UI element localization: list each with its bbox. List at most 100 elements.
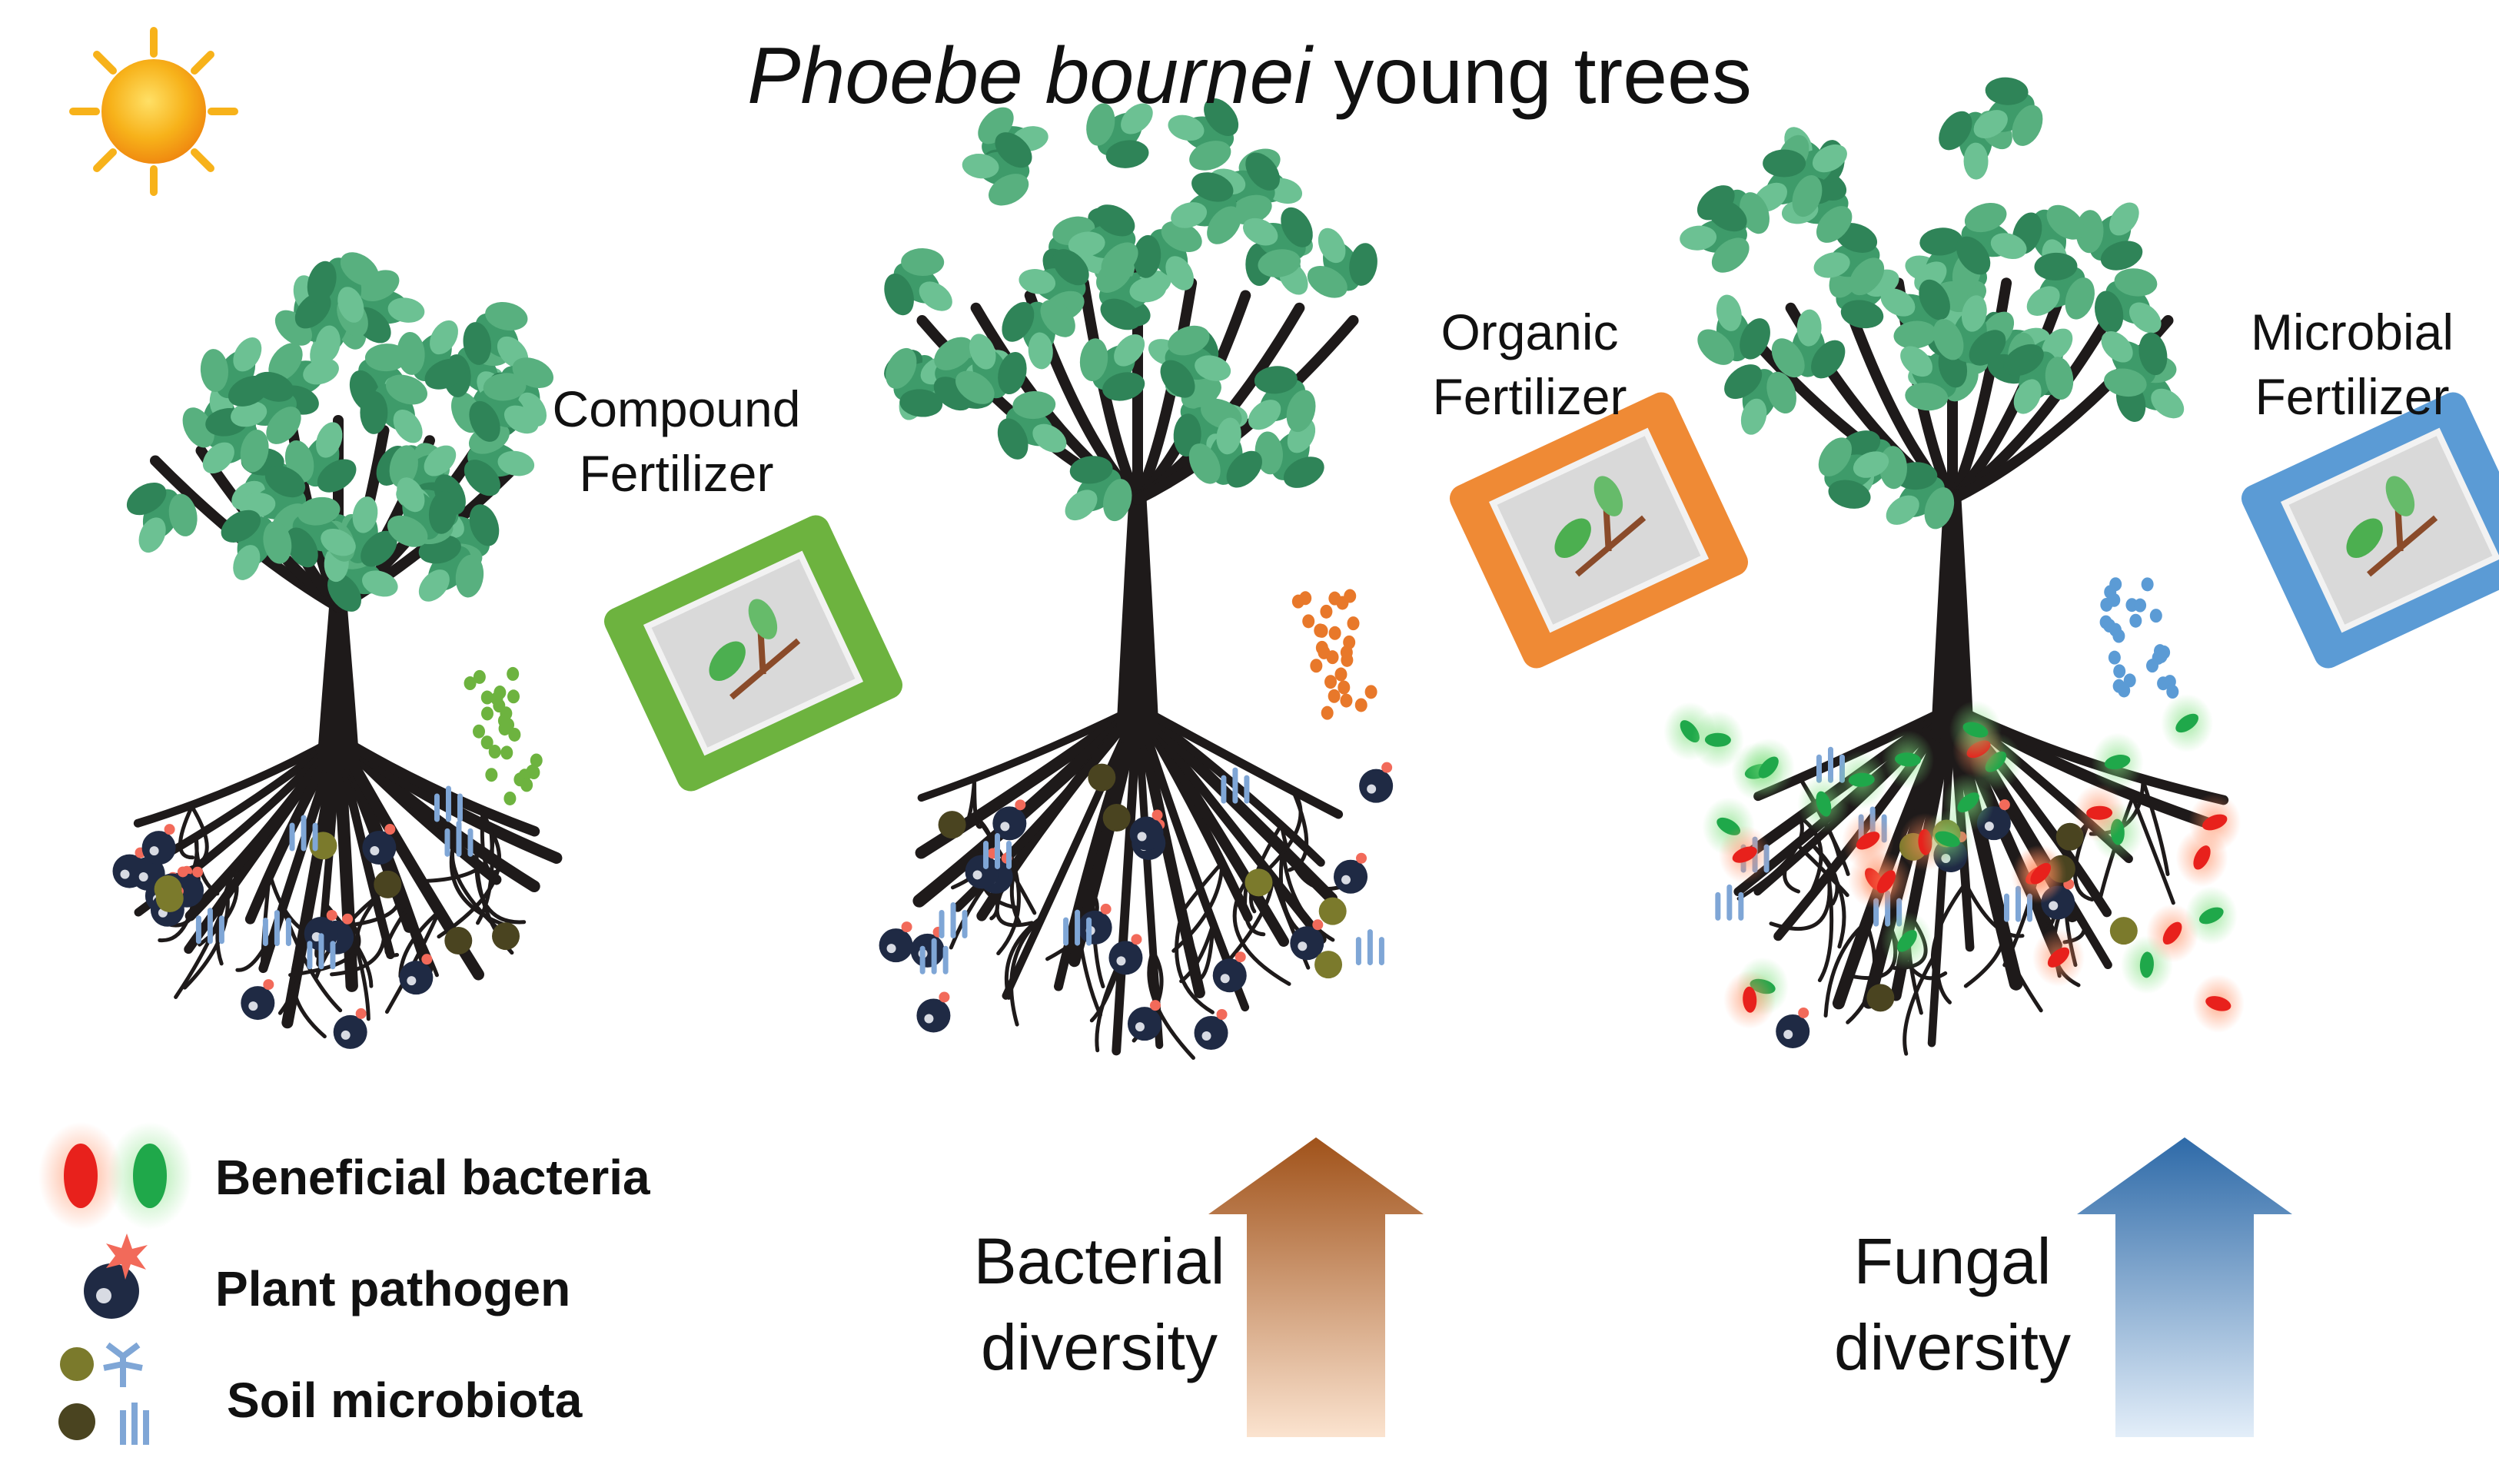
diagram-title: Phoebe bournei young trees bbox=[0, 31, 2499, 122]
soil-fungus-icon bbox=[1715, 884, 1744, 921]
tree-panel-1 bbox=[105, 237, 903, 1049]
beneficial-bacteria-icon bbox=[1859, 852, 1912, 911]
fertilizer-label-line2: Fertilizer bbox=[2255, 368, 2450, 425]
fungal-diversity-arrow bbox=[2077, 1137, 2292, 1437]
plant-pathogen-icon bbox=[1776, 1007, 1810, 1048]
tree-crown bbox=[105, 237, 580, 631]
plant-pathogen-icon bbox=[1108, 934, 1143, 975]
fertilizer-label-line1: Compound bbox=[552, 380, 801, 437]
fertilizer-bag-icon bbox=[1449, 392, 1749, 669]
species-name: Phoebe bournei bbox=[747, 32, 1312, 121]
legend-beneficial-label: Beneficial bacteria bbox=[215, 1150, 650, 1205]
fertilizer-granules bbox=[2099, 577, 2179, 699]
soil-microbe-icon bbox=[1314, 951, 1343, 979]
plant-pathogen-icon bbox=[1194, 1009, 1228, 1051]
plant-pathogen-icon bbox=[141, 824, 176, 865]
bacterial-diversity-arrow bbox=[1208, 1137, 1424, 1437]
beneficial-bacteria-icon bbox=[1880, 911, 1933, 971]
arrow-label-line1: Fungal bbox=[1853, 1225, 2052, 1297]
beneficial-bacteria-icon bbox=[1835, 750, 1888, 809]
beneficial-bacteria-icon bbox=[1797, 775, 1850, 834]
fertilizer-granules bbox=[464, 666, 543, 805]
plant-pathogen-icon bbox=[1129, 809, 1164, 851]
soil-microbe-icon bbox=[2109, 917, 2138, 945]
beneficial-bacteria-icon bbox=[1881, 730, 1934, 789]
beneficial-bacteria-icon bbox=[2192, 974, 2245, 1033]
arrow-label-line2: diversity bbox=[980, 1311, 1218, 1383]
soil-fungus-icon bbox=[983, 832, 1012, 869]
beneficial-bacteria-icon bbox=[1949, 700, 2002, 759]
soil-microbe-icon bbox=[154, 875, 182, 903]
sun-icon bbox=[69, 27, 238, 196]
plant-pathogen-icon bbox=[879, 921, 913, 963]
soil-fungus-icon bbox=[919, 938, 949, 974]
fertilizer-label-line2: Fertilizer bbox=[1432, 368, 1627, 425]
soil-microbe-icon bbox=[492, 922, 520, 951]
plant-pathogen-icon bbox=[399, 954, 434, 995]
soil-fungus-icon bbox=[195, 908, 224, 945]
tree-trunk bbox=[1931, 476, 1974, 738]
soil-microbe-icon bbox=[1866, 984, 1895, 1012]
arrow-label-line1: Bacterial bbox=[973, 1225, 1225, 1297]
fertilizer-label-line1: Organic bbox=[1441, 304, 1619, 360]
root-microbes bbox=[1663, 693, 2245, 1048]
legend-pathogen-icon bbox=[84, 1233, 148, 1319]
plant-pathogen-icon bbox=[362, 824, 397, 865]
beneficial-bacteria-icon bbox=[2185, 886, 2238, 945]
legend-beneficial-icon bbox=[38, 1122, 192, 1230]
plant-pathogen-icon bbox=[992, 799, 1027, 841]
plant-pathogen-icon bbox=[916, 991, 951, 1033]
legend-soil-icon bbox=[58, 1342, 149, 1445]
soil-fungus-icon bbox=[1063, 909, 1092, 946]
soil-fungus-icon bbox=[1221, 767, 1250, 804]
soil-microbe-icon bbox=[1318, 897, 1347, 925]
tree-trunk bbox=[317, 584, 360, 769]
tree-crown bbox=[1676, 58, 2209, 556]
fertilizer-label-line2: Fertilizer bbox=[579, 445, 774, 502]
microbial-fertilizer-label: Microbial Fertilizer bbox=[2206, 300, 2498, 429]
legend-pathogen-label: Plant pathogen bbox=[215, 1261, 571, 1316]
beneficial-bacteria-icon bbox=[2032, 928, 2085, 987]
plant-pathogen-icon bbox=[333, 1008, 367, 1049]
soil-fungus-icon bbox=[307, 933, 336, 970]
plant-pathogen-icon bbox=[1290, 919, 1324, 961]
fungal-diversity-label: Fungal diversity bbox=[1776, 1218, 2129, 1390]
soil-microbe-icon bbox=[1245, 868, 1273, 897]
fertilizer-bag-icon bbox=[603, 515, 903, 792]
soil-fungus-icon bbox=[444, 820, 474, 857]
plant-pathogen-icon bbox=[1334, 852, 1368, 894]
plant-pathogen-icon bbox=[241, 979, 275, 1021]
root-microbes bbox=[112, 785, 520, 1049]
soil-microbe-icon bbox=[374, 870, 402, 898]
beneficial-bacteria-icon bbox=[2014, 844, 2067, 903]
plant-pathogen-icon bbox=[1212, 951, 1247, 993]
fertilizer-bag-icon bbox=[2241, 392, 2499, 669]
soil-microbe-icon bbox=[1088, 763, 1116, 792]
bacterial-diversity-label: Bacterial diversity bbox=[922, 1218, 1276, 1390]
organic-fertilizer-label: Organic Fertilizer bbox=[1384, 300, 1676, 429]
fertilizer-granules bbox=[1291, 589, 1377, 720]
title-rest: young trees bbox=[1311, 32, 1752, 121]
arrow-label-line2: diversity bbox=[1833, 1311, 2072, 1383]
beneficial-bacteria-icon bbox=[1942, 773, 1995, 832]
beneficial-bacteria-icon bbox=[2073, 783, 2126, 842]
soil-fungus-icon bbox=[434, 785, 463, 822]
beneficial-bacteria-icon bbox=[1691, 710, 1744, 769]
beneficial-bacteria-icon bbox=[2091, 732, 2144, 792]
legend-soil-label: Soil microbiota bbox=[227, 1373, 583, 1428]
soil-microbe-icon bbox=[938, 811, 966, 839]
soil-microbe-icon bbox=[444, 927, 473, 955]
tree-trunk bbox=[1116, 476, 1159, 738]
tree-panel-2 bbox=[864, 74, 1749, 1061]
beneficial-bacteria-icon bbox=[2161, 693, 2214, 752]
compound-fertilizer-label: Compound Fertilizer bbox=[523, 377, 830, 506]
soil-fungus-icon bbox=[939, 901, 968, 938]
plant-pathogen-icon bbox=[1359, 762, 1394, 803]
soil-fungus-icon bbox=[262, 910, 291, 947]
beneficial-bacteria-icon bbox=[1723, 970, 1776, 1029]
plant-pathogen-icon bbox=[1127, 1000, 1161, 1041]
soil-microbe-icon bbox=[2055, 822, 2084, 851]
root-microbes bbox=[879, 762, 1394, 1051]
beneficial-bacteria-icon bbox=[1718, 825, 1771, 885]
